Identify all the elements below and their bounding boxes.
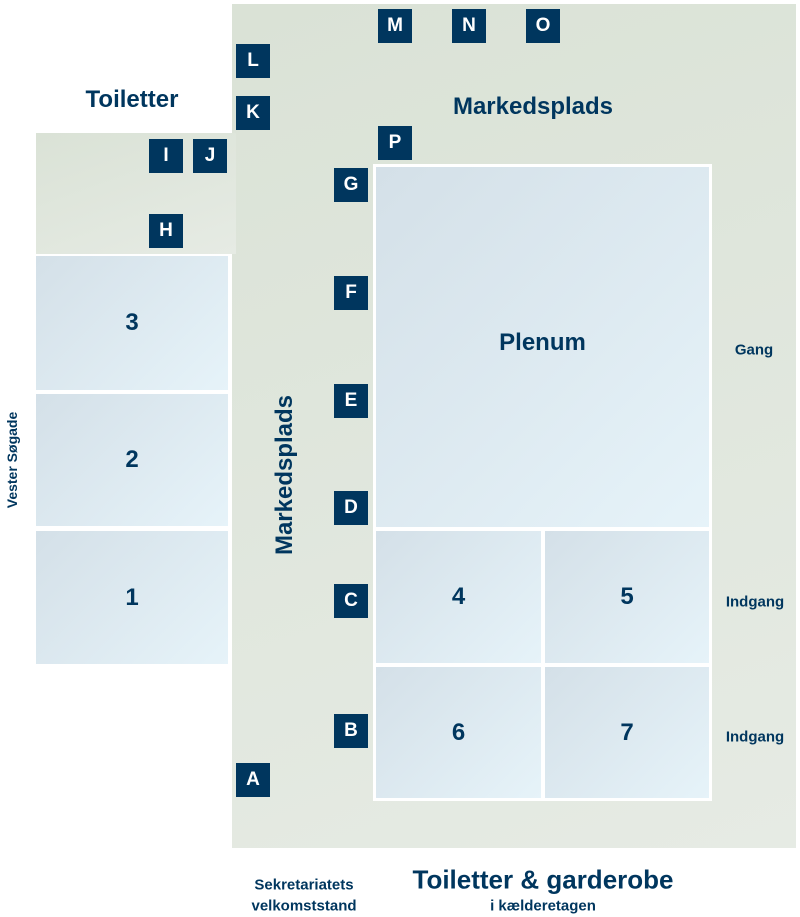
marker-k[interactable]: K — [236, 96, 270, 130]
room-label: 2 — [125, 446, 139, 473]
room-label: 1 — [125, 583, 139, 611]
marker-e[interactable]: E — [334, 384, 368, 418]
room-label: 6 — [451, 718, 466, 746]
label-indgang-2: Indgang — [725, 728, 785, 746]
room-2[interactable]: 2 — [36, 394, 228, 526]
marker-l[interactable]: L — [236, 44, 270, 78]
room-3[interactable]: 3 — [36, 256, 228, 390]
marker-p[interactable]: P — [378, 126, 412, 160]
room-1[interactable]: 1 — [36, 531, 228, 664]
marker-n[interactable]: N — [452, 9, 486, 43]
marker-f[interactable]: F — [334, 276, 368, 310]
label-markedsplads-top: Markedsplads — [452, 93, 614, 120]
marker-c[interactable]: C — [334, 584, 368, 618]
room-label: Plenum — [499, 329, 586, 356]
marker-i[interactable]: I — [149, 139, 183, 173]
marker-b[interactable]: B — [334, 714, 368, 748]
room-6[interactable]: 6 — [376, 667, 541, 798]
marker-m[interactable]: M — [378, 9, 412, 43]
marker-d[interactable]: D — [334, 491, 368, 525]
label-markedsplads-side: Markedsplads — [271, 394, 298, 556]
label-toiletter-top: Toiletter — [85, 86, 179, 113]
marker-o[interactable]: O — [526, 9, 560, 43]
room-plenum[interactable]: Plenum — [376, 167, 709, 527]
room-7[interactable]: 7 — [545, 667, 709, 798]
room-label: 5 — [620, 583, 634, 610]
label-gang: Gang — [734, 341, 774, 359]
room-label: 7 — [620, 718, 634, 746]
marker-h[interactable]: H — [149, 214, 183, 248]
marker-a[interactable]: A — [236, 763, 270, 797]
room-5[interactable]: 5 — [545, 531, 709, 663]
marker-j[interactable]: J — [193, 139, 227, 173]
label-sekretariat-1: Sekretariatets — [254, 876, 354, 894]
label-indgang-1: Indgang — [725, 593, 785, 611]
room-label: 4 — [451, 583, 466, 610]
room-4[interactable]: 4 — [376, 531, 541, 663]
label-sekretariat-2: velkomststand — [251, 897, 357, 915]
room-label: 3 — [125, 309, 139, 336]
label-vester-sogade: Vester Søgade — [4, 411, 20, 509]
marker-g[interactable]: G — [334, 168, 368, 202]
label-kaelder: i kælderetagen — [490, 897, 596, 915]
label-toiletter-garderobe: Toiletter & garderobe — [412, 864, 674, 895]
